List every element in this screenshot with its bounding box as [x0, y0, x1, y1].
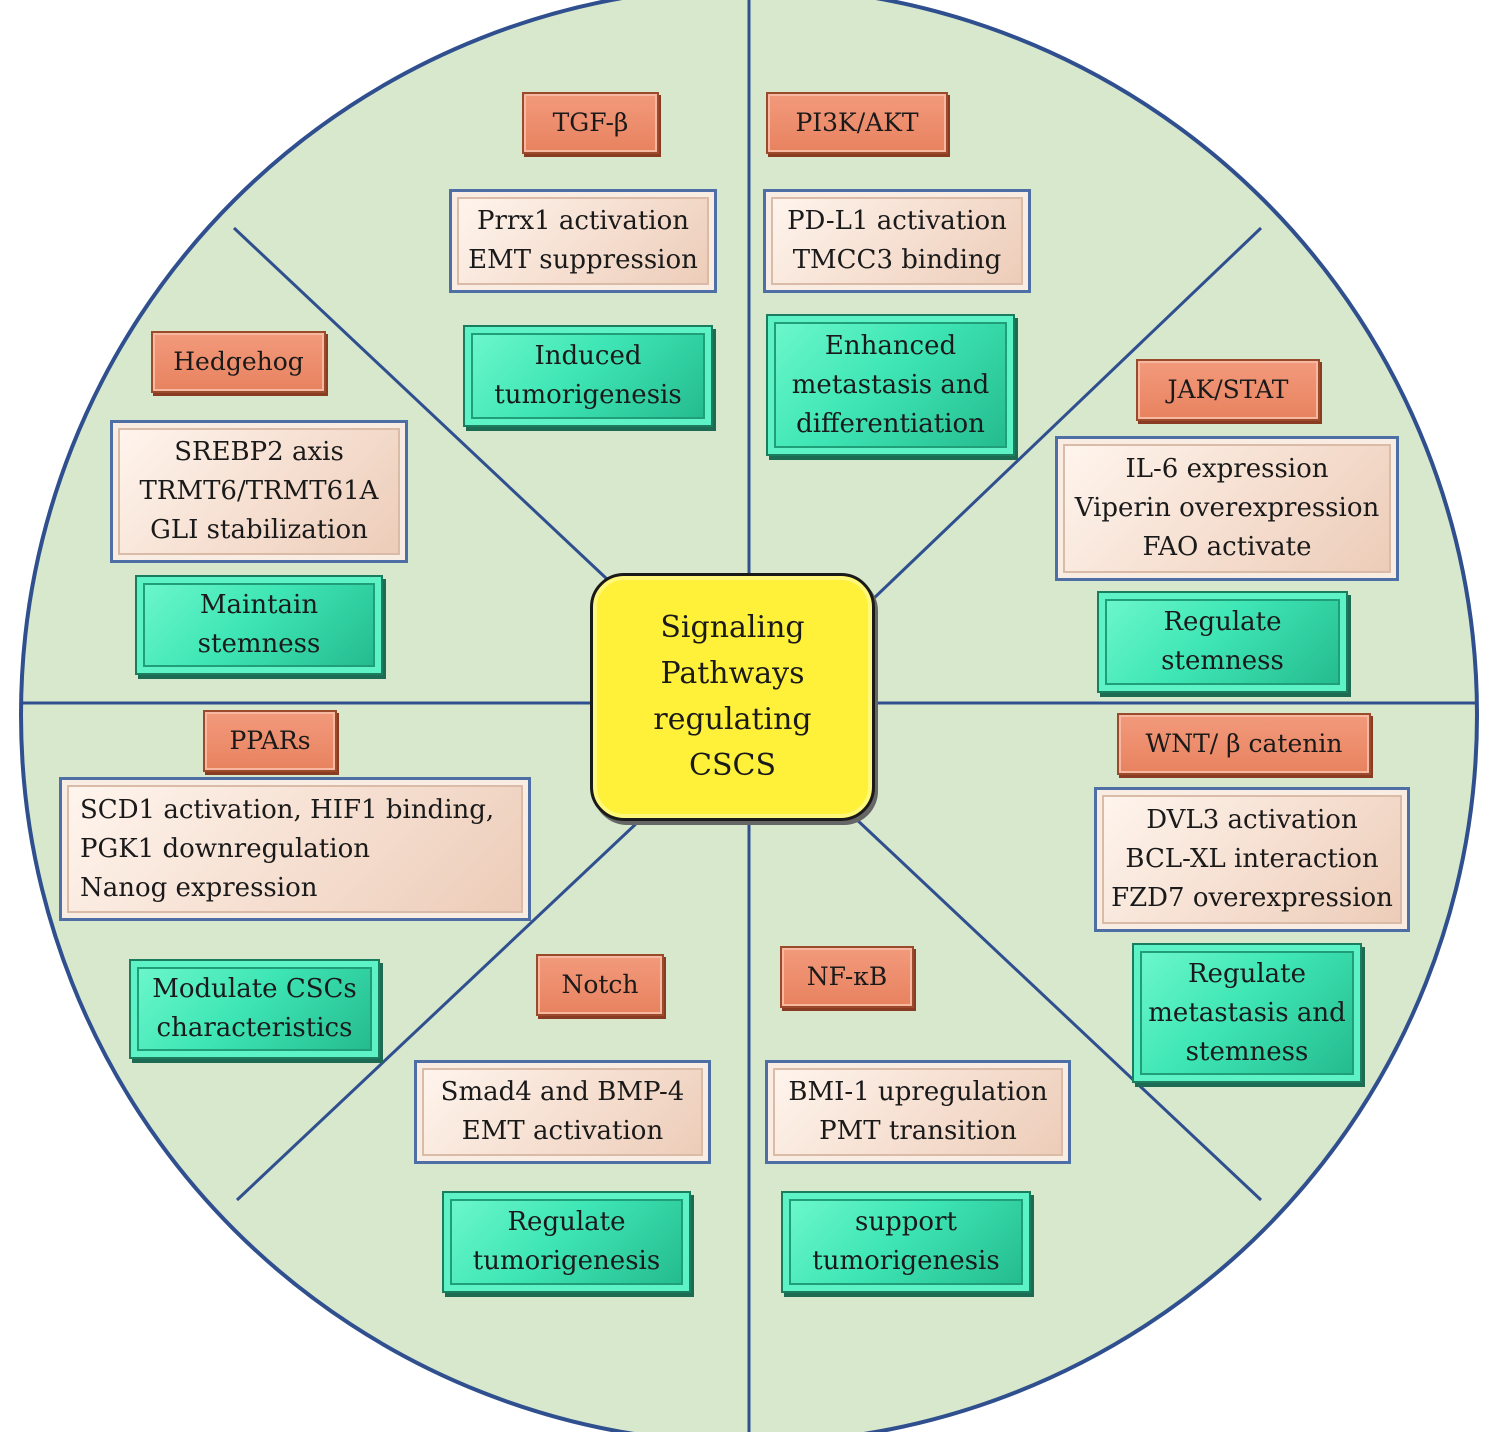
divider-upper-left	[232, 226, 610, 582]
pathway-hedgehog: Hedgehog	[151, 331, 326, 393]
pathway-jak-stat: JAK/STAT	[1136, 359, 1320, 421]
pathway-nf-kb: NF-κB	[780, 946, 914, 1008]
divider-lower-right	[853, 816, 1263, 1202]
divider-lower-left	[235, 818, 642, 1202]
divider-upper-right	[870, 226, 1263, 602]
pathway-tgf-beta: TGF-β	[522, 92, 659, 154]
mechanism-ppars: SCD1 activation, HIF1 binding,PGK1 downr…	[59, 777, 531, 921]
pathway-pi3k-akt: PI3K/AKT	[766, 92, 948, 154]
pathway-ppars: PPARs	[203, 710, 337, 772]
pathway-wnt: WNT/ β catenin	[1117, 713, 1371, 775]
pathway-notch: Notch	[536, 954, 664, 1016]
